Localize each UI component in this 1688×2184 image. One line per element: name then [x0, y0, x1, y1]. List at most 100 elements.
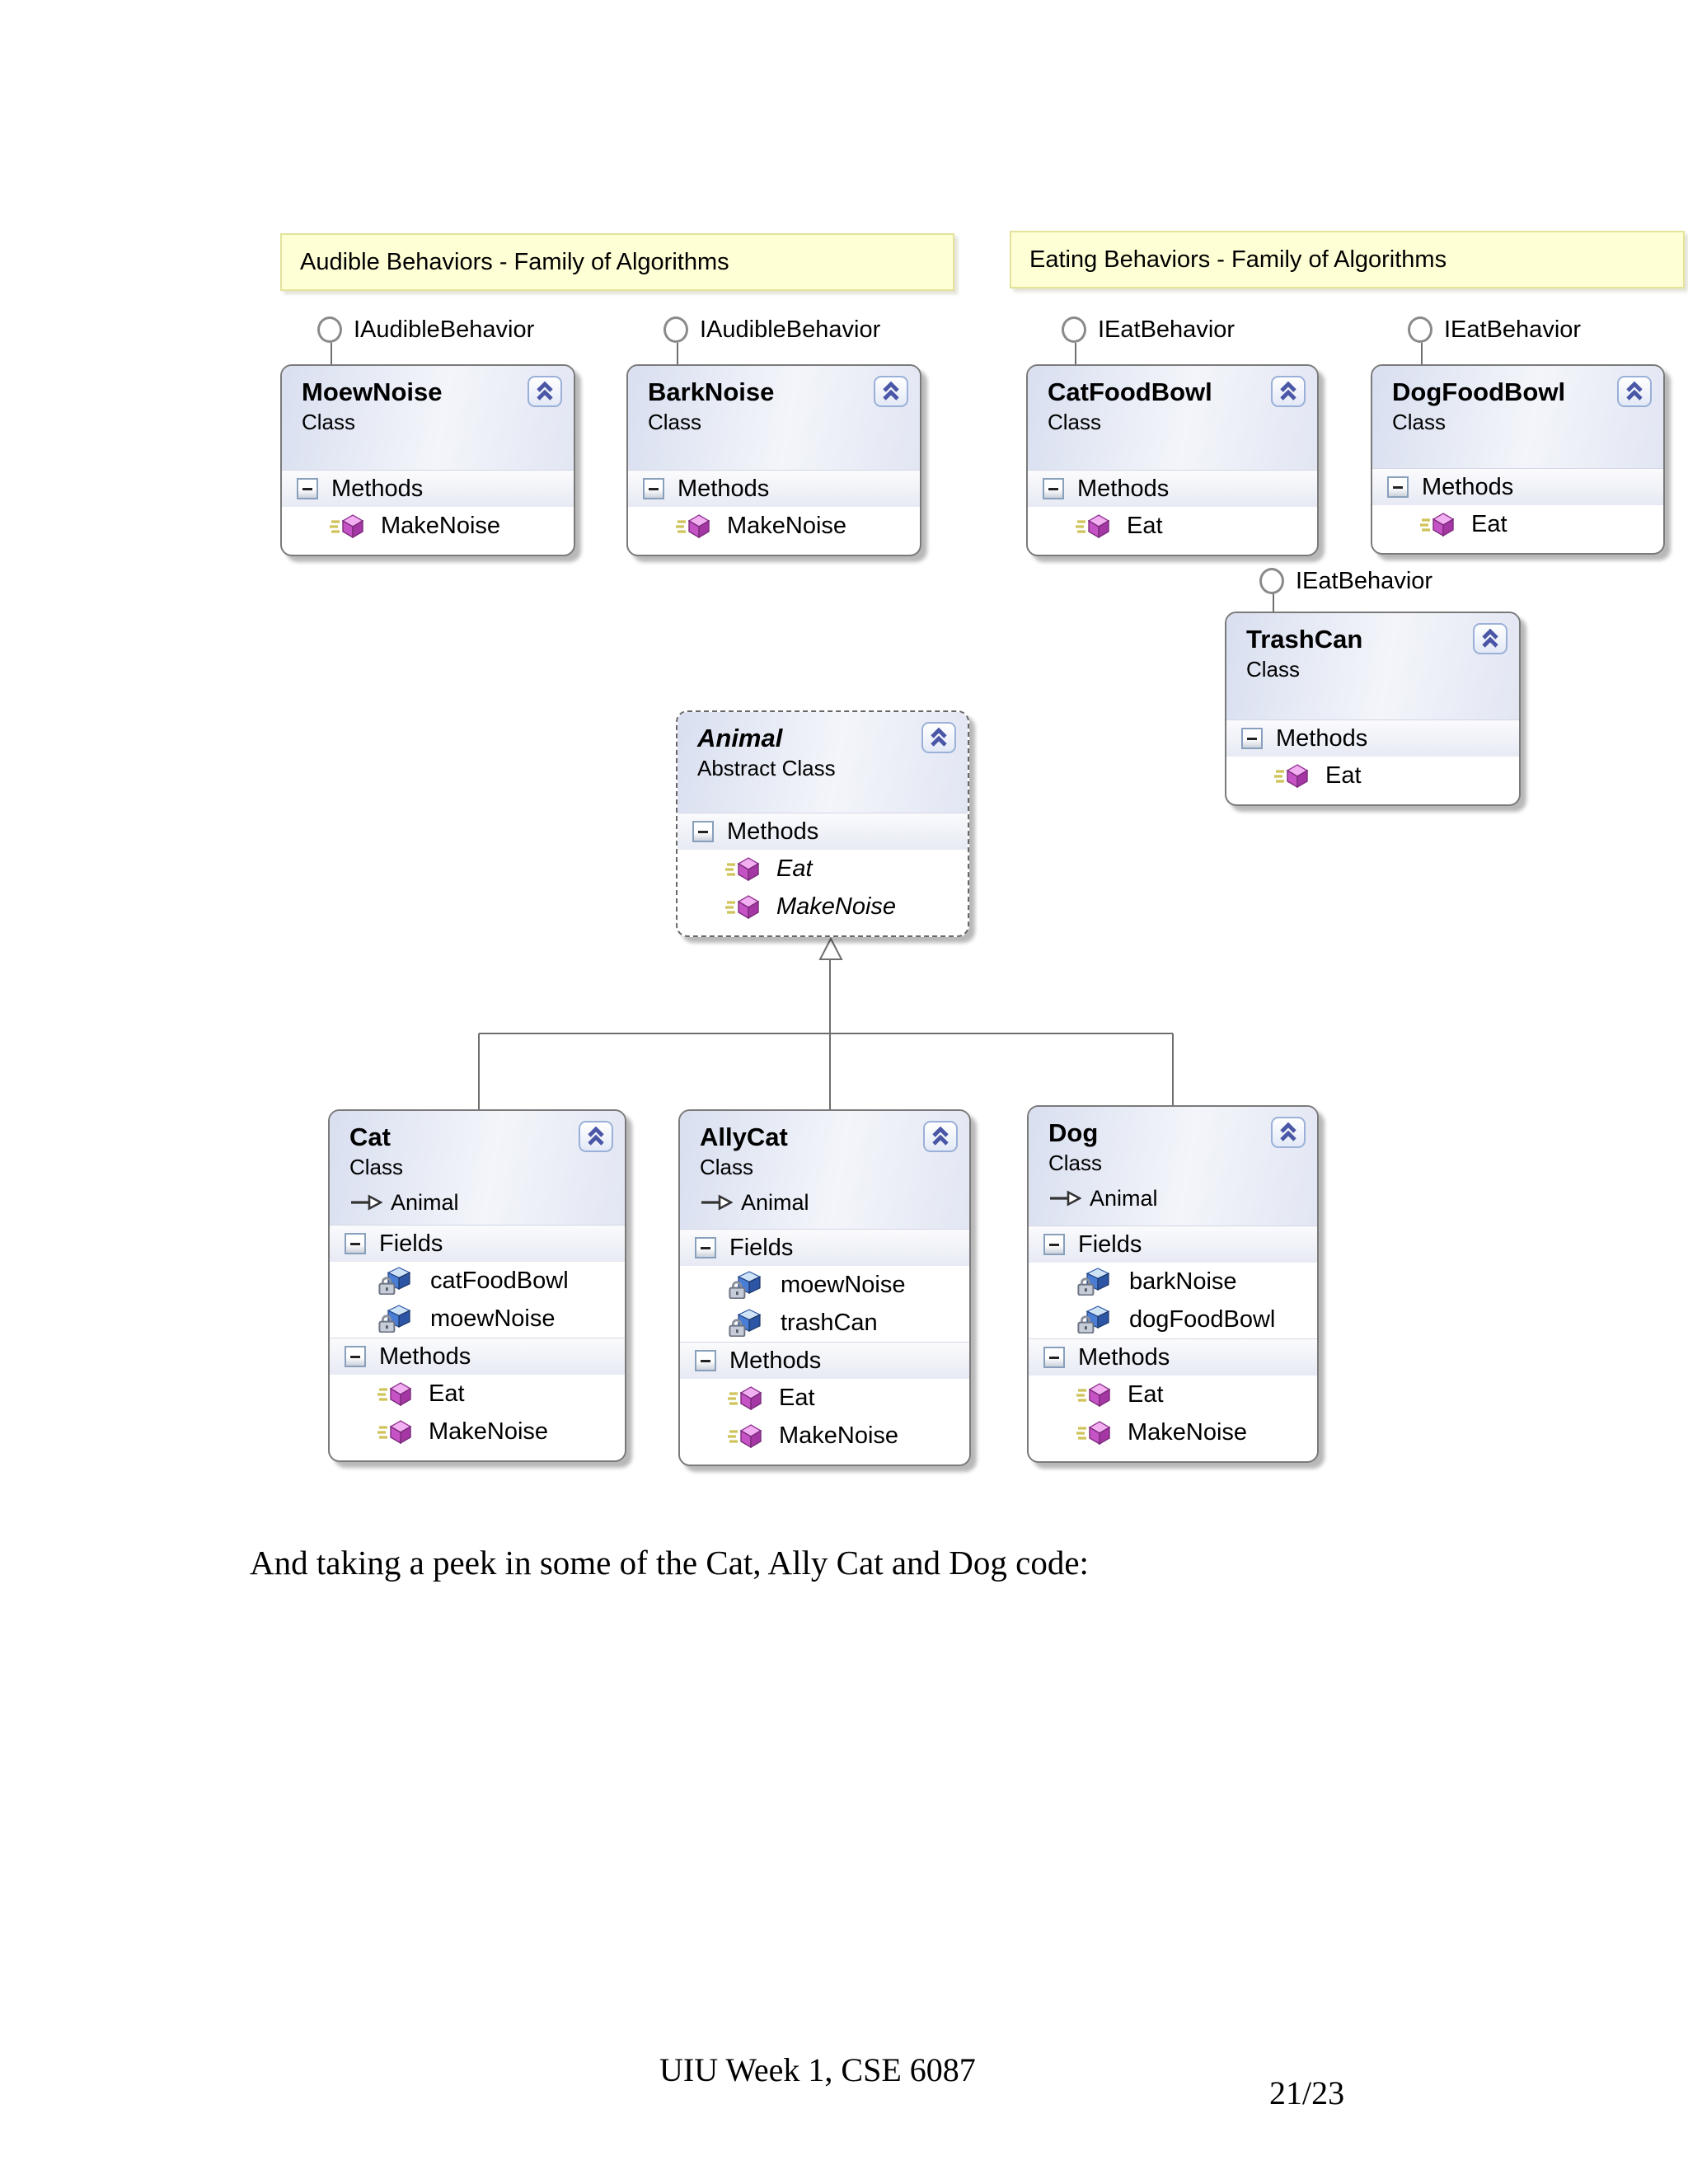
lollipop-ieatbehavior-2[interactable]: IEatBehavior — [1408, 316, 1581, 344]
lollipop-ieatbehavior-1[interactable]: IEatBehavior — [1062, 316, 1235, 344]
class-kind: Abstract Class — [697, 755, 836, 780]
field-name: dogFoodBowl — [1129, 1305, 1276, 1333]
comment-banner-label: Eating Behaviors - Family of Algorithms — [1029, 246, 1447, 273]
member-row[interactable]: dogFoodBowl — [1029, 1301, 1317, 1338]
field-name: barkNoise — [1129, 1268, 1237, 1295]
section-label: Methods — [1078, 1343, 1170, 1371]
collapse-all-button[interactable] — [1473, 623, 1507, 654]
section-label: Fields — [1078, 1230, 1142, 1258]
base-class-row: Animal — [700, 1190, 969, 1216]
collapse-all-button[interactable] — [1271, 376, 1306, 407]
collapse-all-button[interactable] — [1617, 376, 1652, 407]
collapse-all-button[interactable] — [1271, 1117, 1306, 1148]
base-class-row: Animal — [349, 1190, 625, 1216]
class-kind: Class — [1246, 656, 1301, 682]
method-name: MakeNoise — [1128, 1418, 1248, 1446]
methods-section-header: Methods — [282, 470, 574, 507]
method-name: MakeNoise — [381, 512, 501, 539]
comment-banner-audible[interactable]: Audible Behaviors - Family of Algorithms — [280, 233, 954, 291]
member-row[interactable]: trashCan — [680, 1304, 969, 1342]
class-kind: Class — [700, 1154, 754, 1179]
collapse-all-button[interactable] — [921, 722, 956, 753]
member-row[interactable]: Eat — [1029, 1376, 1317, 1413]
member-row[interactable]: Eat — [1226, 757, 1519, 794]
double-chevron-up-icon — [1623, 379, 1646, 404]
class-name: CatFoodBowl — [1048, 377, 1212, 406]
member-row[interactable]: MakeNoise — [628, 507, 920, 545]
collapse-section-icon[interactable] — [345, 1346, 366, 1367]
member-row[interactable]: Eat — [330, 1375, 625, 1413]
class-name: MoewNoise — [302, 377, 443, 406]
methods-section-header: Methods — [1029, 1338, 1317, 1376]
lollipop-iaudiblebehavior-2[interactable]: IAudibleBehavior — [663, 316, 880, 344]
collapse-all-button[interactable] — [528, 376, 562, 407]
member-row[interactable]: MakeNoise — [330, 1413, 625, 1451]
member-row[interactable]: MakeNoise — [680, 1417, 969, 1455]
private-field-icon — [1077, 1268, 1110, 1296]
class-header[interactable]: BarkNoise Class — [628, 366, 920, 470]
member-row[interactable]: Eat — [1028, 507, 1317, 545]
class-box-dog: Dog Class Animal Fields barkNoise dogFoo… — [1027, 1105, 1319, 1463]
member-row[interactable]: barkNoise — [1029, 1263, 1317, 1301]
class-header[interactable]: Dog Class Animal — [1029, 1107, 1317, 1226]
class-name: DogFoodBowl — [1392, 377, 1566, 406]
class-header[interactable]: Animal Abstract Class — [678, 712, 968, 813]
collapse-section-icon[interactable] — [1043, 478, 1064, 499]
method-icon — [377, 1419, 412, 1444]
member-row[interactable]: catFoodBowl — [330, 1262, 625, 1300]
minus-glyph — [1049, 1243, 1059, 1246]
base-class-name: Animal — [391, 1189, 459, 1215]
collapse-all-button[interactable] — [923, 1121, 958, 1152]
lollipop-ieatbehavior-3[interactable]: IEatBehavior — [1259, 567, 1432, 595]
member-row[interactable]: moewNoise — [680, 1266, 969, 1304]
class-header[interactable]: TrashCan Class — [1226, 613, 1519, 719]
methods-section-header: Methods — [678, 813, 968, 850]
collapse-section-icon[interactable] — [1043, 1234, 1065, 1255]
class-header[interactable]: Cat Class Animal — [330, 1111, 625, 1225]
class-header[interactable]: CatFoodBowl Class — [1028, 366, 1317, 470]
collapse-section-icon[interactable] — [1043, 1347, 1065, 1368]
methods-section-header: Methods — [1226, 719, 1519, 757]
class-header[interactable]: AllyCat Class Animal — [680, 1111, 969, 1229]
collapse-section-icon[interactable] — [1387, 476, 1409, 498]
member-row[interactable]: Eat — [680, 1379, 969, 1417]
method-name: Eat — [1325, 762, 1362, 789]
field-name: moewNoise — [430, 1305, 556, 1332]
collapse-all-button[interactable] — [579, 1121, 613, 1152]
member-row[interactable]: MakeNoise — [1029, 1413, 1317, 1451]
section-label: Methods — [727, 818, 819, 845]
member-row[interactable]: moewNoise — [330, 1300, 625, 1338]
member-row[interactable]: Eat — [678, 850, 968, 888]
member-row[interactable]: Eat — [1372, 505, 1663, 543]
class-box-allycat: AllyCat Class Animal Fields moewNoise tr… — [678, 1109, 971, 1466]
class-header[interactable]: DogFoodBowl Class — [1372, 366, 1663, 468]
class-name: Dog — [1048, 1118, 1099, 1147]
lollipop-iaudiblebehavior-1[interactable]: IAudibleBehavior — [317, 316, 534, 344]
method-name: MakeNoise — [779, 1422, 899, 1449]
interface-label: IEatBehavior — [1098, 316, 1236, 343]
collapse-section-icon[interactable] — [695, 1350, 716, 1371]
class-kind: Class — [302, 409, 356, 434]
member-row[interactable]: MakeNoise — [678, 888, 968, 926]
private-field-icon — [729, 1271, 762, 1299]
class-header[interactable]: MoewNoise Class — [282, 366, 574, 470]
section-label: Methods — [1276, 724, 1368, 752]
collapse-all-button[interactable] — [874, 376, 908, 407]
section-label: Methods — [331, 475, 424, 502]
member-row[interactable]: MakeNoise — [282, 507, 574, 545]
class-kind: Class — [1392, 409, 1447, 434]
method-icon — [377, 1381, 412, 1406]
collapse-section-icon[interactable] — [643, 478, 664, 499]
body-paragraph: And taking a peek in some of the Cat, Al… — [250, 1544, 1089, 1582]
collapse-section-icon[interactable] — [297, 478, 318, 499]
collapse-section-icon[interactable] — [345, 1233, 366, 1254]
minus-glyph — [1049, 1356, 1059, 1359]
collapse-section-icon[interactable] — [692, 821, 714, 842]
collapse-section-icon[interactable] — [1241, 728, 1263, 749]
comment-banner-eating[interactable]: Eating Behaviors - Family of Algorithms — [1010, 231, 1685, 288]
collapse-section-icon[interactable] — [695, 1237, 716, 1258]
double-chevron-up-icon — [584, 1124, 607, 1149]
interface-label: IAudibleBehavior — [700, 316, 881, 343]
interface-lollipop-icon — [1408, 316, 1432, 343]
